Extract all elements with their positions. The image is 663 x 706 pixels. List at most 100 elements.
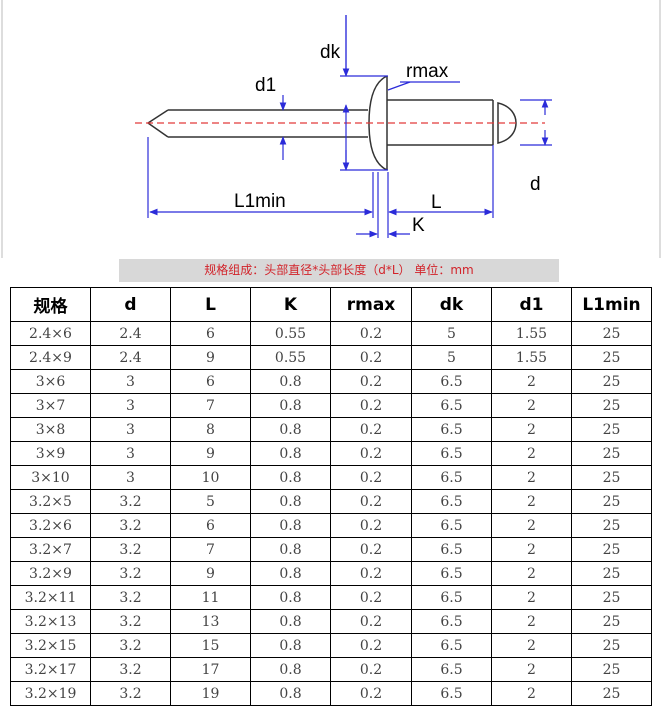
table-cell: 25 (571, 609, 652, 634)
dimension-lines (147, 15, 552, 238)
table-cell: 6.5 (411, 513, 492, 538)
label-dk: dk (320, 42, 341, 63)
table-cell: 3 (90, 441, 171, 466)
table-cell: 25 (571, 345, 652, 370)
table-cell: 2 (491, 609, 572, 634)
column-header: 规格 (10, 287, 91, 322)
table-cell: 6.5 (411, 585, 492, 610)
table-cell: 1.55 (491, 345, 572, 370)
table-cell: 0.8 (250, 561, 331, 586)
table-cell: 0.8 (250, 633, 331, 658)
table-cell: 1.55 (491, 321, 572, 346)
table-cell: 6.5 (411, 489, 492, 514)
table-cell: 0.8 (250, 609, 331, 634)
table-cell: 3 (90, 393, 171, 418)
label-l1min: L1min (234, 191, 286, 212)
table-cell: 0.8 (250, 537, 331, 562)
rivet-dimension-diagram: dk rmax d1 d L1min L K (1, 0, 661, 258)
table-cell: 3×7 (10, 393, 91, 418)
table-cell: 2.4×6 (10, 321, 91, 346)
table-cell: 0.2 (330, 369, 412, 394)
table-cell: 15 (170, 633, 251, 658)
table-cell: 0.2 (330, 345, 412, 370)
column-header: rmax (330, 287, 412, 322)
table-cell: 3 (90, 417, 171, 442)
table-cell: 0.2 (330, 489, 412, 514)
label-l: L (431, 192, 442, 213)
table-cell: 2 (491, 561, 572, 586)
table-cell: 0.2 (330, 417, 412, 442)
table-cell: 8 (170, 417, 251, 442)
table-cell: 0.2 (330, 393, 412, 418)
table-cell: 3×9 (10, 441, 91, 466)
column-header: K (250, 287, 331, 322)
table-cell: 3.2 (90, 681, 171, 706)
table-cell: 2 (491, 417, 572, 442)
column-header: L (170, 287, 251, 322)
table-cell: 5 (411, 345, 492, 370)
table-cell: 3.2×17 (10, 657, 91, 682)
label-d1: d1 (255, 75, 276, 96)
table-cell: 25 (571, 441, 652, 466)
table-cell: 3.2×9 (10, 561, 91, 586)
table-cell: 2 (491, 513, 572, 538)
table-cell: 0.8 (250, 513, 331, 538)
table-cell: 0.2 (330, 465, 412, 490)
table-cell: 3.2 (90, 561, 171, 586)
table-cell: 6.5 (411, 369, 492, 394)
table-cell: 6 (170, 321, 251, 346)
label-k: K (412, 215, 425, 236)
table-cell: 0.55 (250, 345, 331, 370)
table-cell: 0.2 (330, 561, 412, 586)
table-cell: 13 (170, 609, 251, 634)
table-cell: 25 (571, 465, 652, 490)
table-cell: 25 (571, 417, 652, 442)
table-cell: 0.8 (250, 489, 331, 514)
spec-caption: 规格组成：头部直径*头部长度（d*L） 单位：mm (119, 259, 559, 282)
table-cell: 3.2 (90, 633, 171, 658)
table-cell: 25 (571, 633, 652, 658)
table-cell: 3 (90, 369, 171, 394)
table-cell: 3×6 (10, 369, 91, 394)
table-cell: 6.5 (411, 681, 492, 706)
table-cell: 6.5 (411, 561, 492, 586)
table-cell: 2 (491, 369, 572, 394)
table-cell: 25 (571, 321, 652, 346)
label-rmax: rmax (406, 61, 449, 82)
table-cell: 25 (571, 657, 652, 682)
table-cell: 2.4×9 (10, 345, 91, 370)
table-cell: 0.8 (250, 441, 331, 466)
table-cell: 3.2×6 (10, 513, 91, 538)
table-cell: 0.2 (330, 681, 412, 706)
table-cell: 2 (491, 657, 572, 682)
table-cell: 5 (170, 489, 251, 514)
column-header: d (90, 287, 171, 322)
table-cell: 0.2 (330, 633, 412, 658)
table-cell: 6.5 (411, 537, 492, 562)
table-cell: 6.5 (411, 393, 492, 418)
table-cell: 0.2 (330, 537, 412, 562)
table-cell: 19 (170, 681, 251, 706)
table-cell: 2 (491, 393, 572, 418)
table-cell: 7 (170, 537, 251, 562)
table-cell: 6 (170, 513, 251, 538)
table-cell: 2 (491, 681, 572, 706)
table-cell: 25 (571, 561, 652, 586)
table-cell: 3.2 (90, 489, 171, 514)
table-cell: 25 (571, 537, 652, 562)
table-cell: 6 (170, 369, 251, 394)
table-cell: 0.8 (250, 465, 331, 490)
table-cell: 3×10 (10, 465, 91, 490)
table-cell: 0.2 (330, 321, 412, 346)
table-cell: 6.5 (411, 465, 492, 490)
table-cell: 17 (170, 657, 251, 682)
